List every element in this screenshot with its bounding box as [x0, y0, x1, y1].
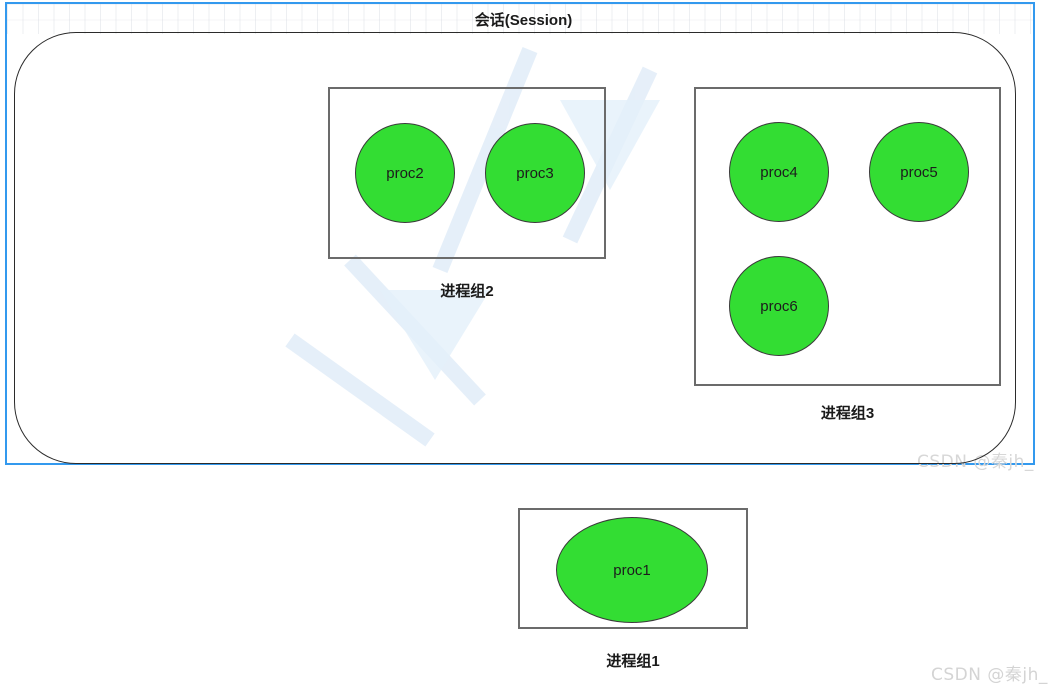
session-container: [14, 32, 1016, 464]
process-group-1-box: [518, 508, 748, 629]
process-node-proc4[interactable]: proc4: [729, 122, 829, 222]
watermark-footer: CSDN @秦jh_: [931, 665, 1048, 685]
process-group-1-label: 进程组1: [606, 653, 660, 670]
process-group-2-label: 进程组2: [440, 283, 494, 300]
process-node-proc5[interactable]: proc5: [869, 122, 969, 222]
process-node-proc3[interactable]: proc3: [485, 123, 585, 223]
page-title: 会话(Session): [474, 12, 573, 29]
process-node-proc1[interactable]: proc1: [556, 517, 708, 623]
process-group-3-label: 进程组3: [820, 405, 875, 422]
process-node-proc6[interactable]: proc6: [729, 256, 829, 356]
watermark-inner: CSDN @秦jh_: [917, 452, 1034, 472]
process-group-3-box: [694, 87, 1001, 386]
process-node-proc2[interactable]: proc2: [355, 123, 455, 223]
